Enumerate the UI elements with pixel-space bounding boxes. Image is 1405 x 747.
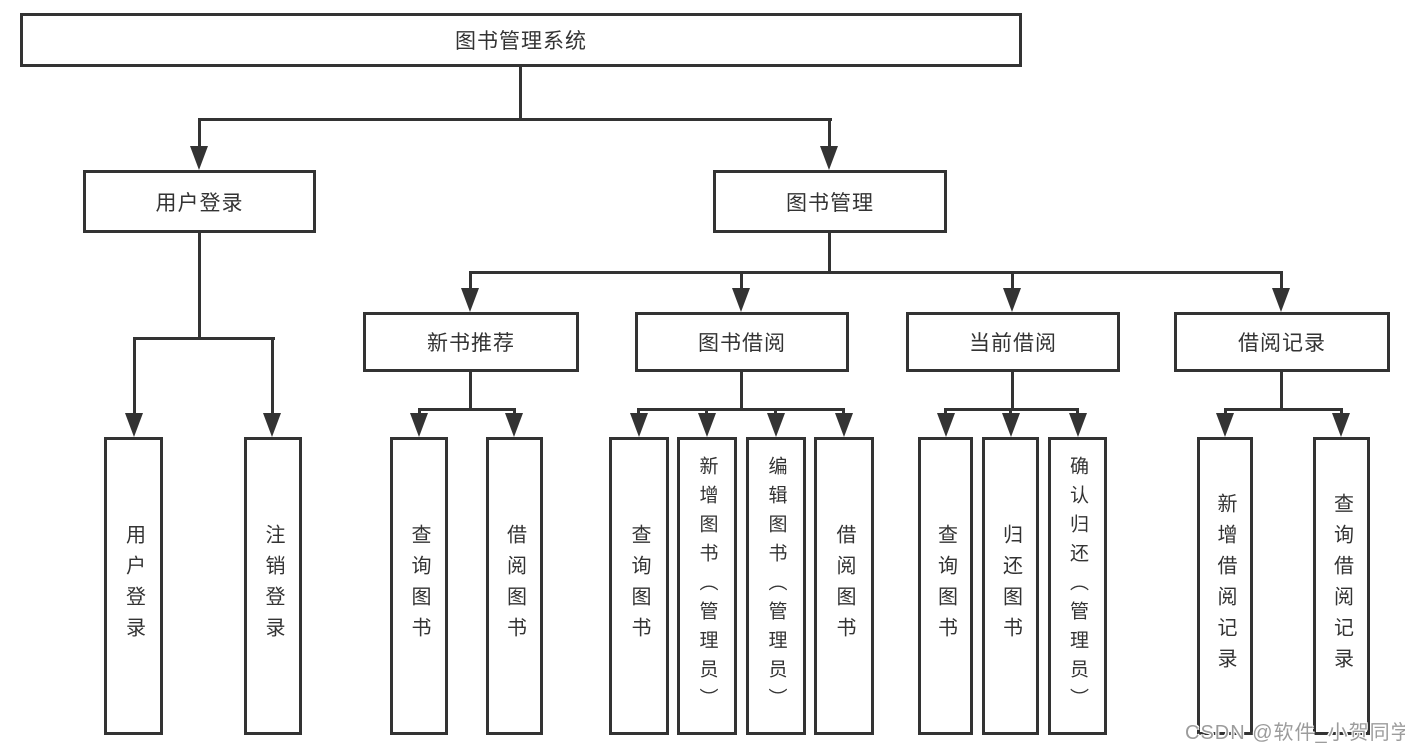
arrowhead-book-borrow [732,288,750,312]
csdn-watermark: CSDN @软件_小贺同学 [1185,722,1405,744]
connector-drop-current-borrow [1011,274,1014,290]
node-root-library-system: 图书管理系统 [20,13,1022,67]
arrowhead-user-login [190,146,208,170]
node-book-borrow: 图书借阅 [635,312,849,372]
connector-book-mgmt-bracket [469,271,1283,274]
connector-borrow-records-trunk [1280,372,1283,408]
arrowhead-leaf [698,413,716,437]
connector-new-book-rec-trunk [469,372,472,408]
arrowhead-current-borrow [1003,288,1021,312]
node-current-borrow: 当前借阅 [906,312,1120,372]
node-book-mgmt: 图书管理 [713,170,947,233]
connector-drop-logout [271,340,274,414]
arrowhead-leaf [1069,413,1087,437]
leaf-current-query-book: 查询图书 [918,437,973,735]
connector-book-mgmt-trunk [828,233,831,271]
arrowhead-leaf [1216,413,1234,437]
arrowhead-login [125,413,143,437]
arrowhead-logout [263,413,281,437]
connector-drop-borrow-records [1280,274,1283,290]
arrowhead-leaf [835,413,853,437]
connector-current-borrow-trunk [1011,372,1014,408]
connector-book-borrow-bracket [637,408,845,411]
node-new-book-rec: 新书推荐 [363,312,579,372]
arrowhead-borrow-records [1272,288,1290,312]
connector-drop-login [133,340,136,414]
arrowhead-leaf [1332,413,1350,437]
leaf-rec-query-book: 查询图书 [390,437,448,735]
connector-drop-book-borrow [740,274,743,290]
connector-current-borrow-bracket [944,408,1079,411]
arrowhead-leaf [937,413,955,437]
arrowhead-book-mgmt [820,146,838,170]
connector-drop-new-book-rec [469,274,472,290]
leaf-current-confirm-return-admin: 确认归还（管理员） [1048,437,1107,735]
leaf-rec-borrow-book: 借阅图书 [486,437,543,735]
node-borrow-records: 借阅记录 [1174,312,1390,372]
connector-book-borrow-trunk [740,372,743,408]
leaf-records-query-record: 查询借阅记录 [1313,437,1370,735]
leaf-current-return-book: 归还图书 [982,437,1039,735]
leaf-borrow-query-book: 查询图书 [609,437,669,735]
arrowhead-leaf [630,413,648,437]
connector-borrow-records-bracket [1224,408,1343,411]
leaf-borrow-add-book-admin: 新增图书（管理员） [677,437,737,735]
arrowhead-leaf [767,413,785,437]
leaf-logout: 注销登录 [244,437,302,735]
arrowhead-leaf [1002,413,1020,437]
leaf-records-add-record: 新增借阅记录 [1197,437,1253,735]
connector-root-trunk [519,67,522,118]
leaf-user-login: 用户登录 [104,437,163,735]
node-user-login: 用户登录 [83,170,316,233]
connector-user-login-trunk [198,233,201,337]
leaf-borrow-edit-book-admin: 编辑图书（管理员） [746,437,806,735]
arrowhead-new-book-rec [461,288,479,312]
leaf-borrow-borrow-book: 借阅图书 [814,437,874,735]
connector-level1-bracket [198,118,832,121]
connector-drop-user-login [198,121,201,149]
connector-user-login-bracket [133,337,275,340]
connector-drop-book-mgmt [828,121,831,149]
arrowhead-leaf [505,413,523,437]
connector-new-book-rec-bracket [418,408,516,411]
arrowhead-leaf [410,413,428,437]
